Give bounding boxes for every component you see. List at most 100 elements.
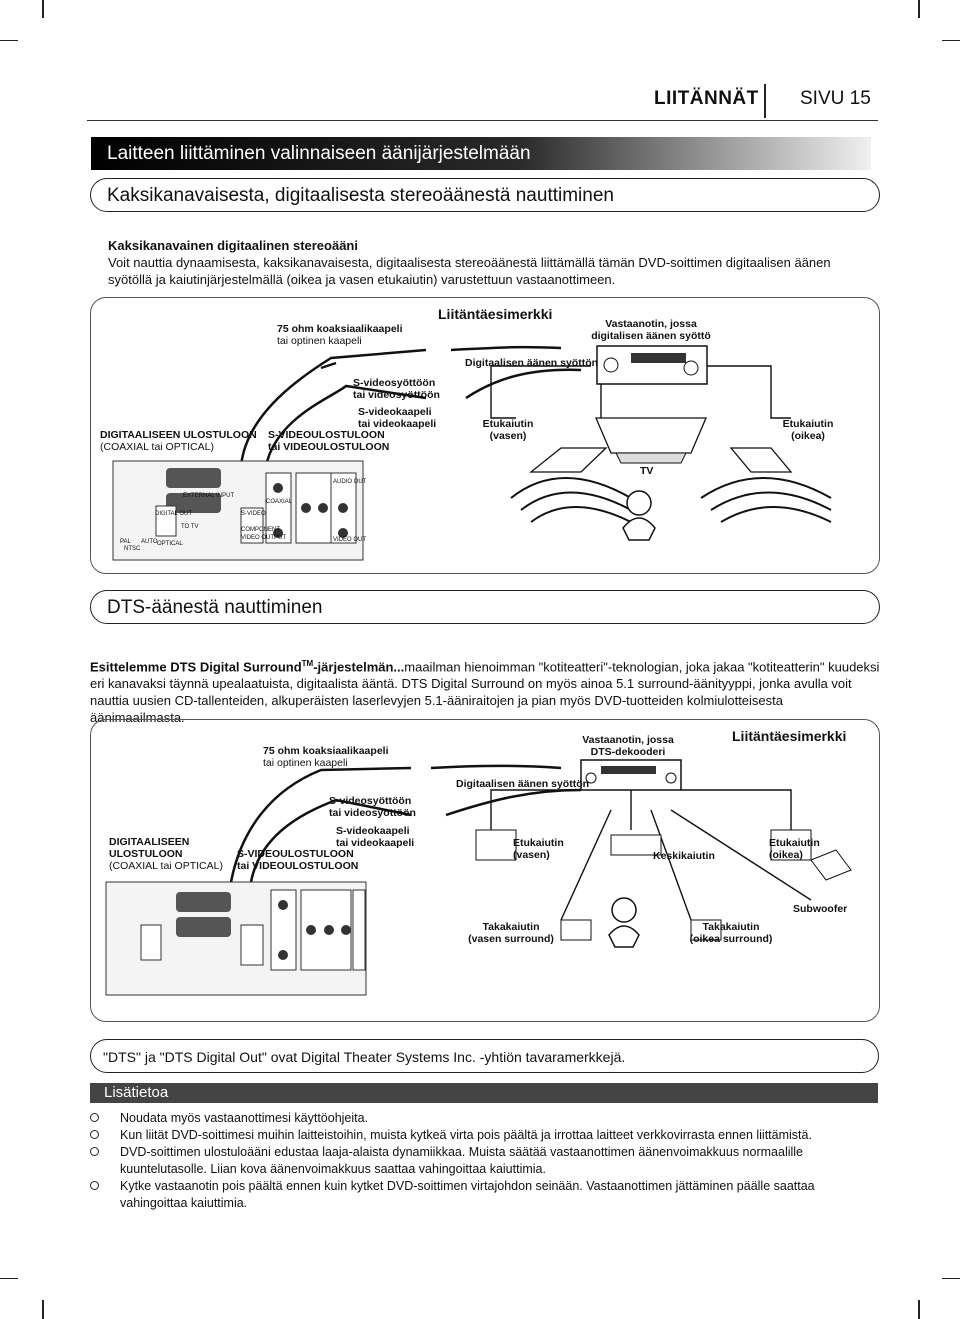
tv-icon [595,417,707,464]
crop-mark [42,1300,44,1319]
panel-auto: AUTO [141,539,158,545]
dts-lead: Esittelemme DTS Digital Surround [90,659,302,675]
dts-rear-left-label: Takakaiutin (vasen surround) [468,921,554,945]
dts-dvd-back-panel [105,881,367,996]
header-rule [87,120,878,121]
info-item-text: Kytke vastaanotin pois päältä ennen kuin… [120,1179,815,1210]
panel-coaxial: COAXIAL [266,499,293,505]
crop-mark [0,1278,18,1279]
info-item: Kytke vastaanotin pois päältä ennen kuin… [90,1178,880,1212]
dts-svideo-cable-alt: tai videokaapeli [336,837,415,849]
info-item-text: DVD-soittimen ulostuloääni edustaa laaja… [120,1145,804,1176]
dts-diagram-art [105,759,852,996]
crop-mark [0,40,18,41]
info-item: DVD-soittimen ulostuloääni edustaa laaja… [90,1144,880,1178]
digital-input-label: Digitaalisen äänen syöttön [465,357,599,369]
dts-coax-cable-label: 75 ohm koaksiaalikaapeli [263,745,389,757]
digital-out-label: DIGITAALISEEN ULOSTULOON [100,429,257,441]
dts-diagram-title: Liitäntäesimerkki [732,728,847,744]
header-section: LIITÄNNÄT [654,88,759,109]
front-left-label: Etukaiutin (vasen) [482,418,534,442]
dts-svideo-cable-label: S-videokaapeli [336,825,410,837]
stereo-diagram: Liitäntäesimerkki 75 ohm koaksiaalikaape… [90,297,880,574]
crop-mark [918,0,920,18]
info-item: Noudata myös vastaanottimesi käyttöohjei… [90,1110,880,1127]
panel-component: COMPONENT [241,527,280,533]
bullet-icon [90,1130,99,1139]
stereo-title: Kaksikanavaisesta, digitaalisesta stereo… [90,178,880,212]
panel-video-output: VIDEO OUTPUT [241,535,287,541]
dts-front-left-label: Etukaiutin (vasen) [513,837,564,861]
dts-digital-input-label: Digitaalisen äänen syöttön [456,778,590,790]
dts-center-label: Keskikaiutin [653,850,715,862]
dts-svideo-input-label: S-videosyöttöön [329,795,412,807]
dts-rear-left-speaker-icon [560,919,592,941]
coax-cable-alt: tai optinen kaapeli [277,335,362,347]
dts-body: maailman hienoimman "kotiteatteri"-tekno… [90,659,880,726]
panel-svideo: S-VIDEO [241,511,266,517]
svideo-out-alt: tai VIDEOULOSTULOON [268,441,390,453]
crop-mark [942,1278,960,1279]
digital-out-alt: (COAXIAL tai OPTICAL) [100,441,214,453]
dvd-back-panel [112,460,364,561]
panel-to-tv: TO TV [181,524,199,530]
receiver-label: Vastaanotin, jossa digitalisen äänen syö… [591,318,711,342]
panel-ntsc: NTSC [124,546,141,552]
dts-digital-out-label: DIGITAALISEEN ULOSTULOON [109,836,190,860]
stereo-diagram-art [112,345,832,561]
dts-title: DTS-äänestä nauttiminen [90,590,880,624]
diagram-title: Liitäntäesimerkki [438,306,553,322]
dts-digital-out-alt: (COAXIAL tai OPTICAL) [109,860,223,872]
bullet-icon [90,1113,99,1122]
info-item-text: Noudata myös vastaanottimesi käyttöohjei… [120,1111,369,1125]
dts-svideo-out-alt: tai VIDEOULOSTULOON [237,860,359,872]
panel-digital-out: DIGITAL OUT [155,511,193,517]
dts-svideo-out-label: S-VIDEOULOSTULOON [237,848,354,860]
panel-pal: PAL [120,539,131,545]
tv-label: TV [640,465,654,477]
dts-coax-cable-alt: tai optinen kaapeli [263,757,348,769]
panel-external: EXTERNAL INPUT [183,493,235,499]
trademark-note: "DTS" ja "DTS Digital Out" ovat Digital … [90,1039,879,1073]
dts-rear-right-speaker-icon [690,919,722,941]
front-right-label: Etukaiutin (oikea) [782,418,834,442]
crop-mark [42,0,44,18]
svideo-input-label: S-videosyöttöön [353,377,436,389]
panel-optical: OPTICAL [157,541,183,547]
receiver-icon [596,345,708,385]
dts-receiver-icon [580,759,682,791]
section-title: Laitteen liittäminen valinnaiseen äänijä… [91,137,871,170]
dts-front-right-label: Etukaiutin (oikea) [769,837,820,861]
bullet-icon [90,1147,99,1156]
dts-front-left-speaker-icon [475,829,517,861]
info-item-text: Kun liität DVD-soittimesi muihin laittei… [120,1128,812,1142]
header-divider [764,84,766,118]
stereo-heading: Kaksikanavainen digitaalinen stereoääni [108,238,358,253]
dts-svideo-input-alt: tai videosyöttöön [329,807,416,819]
stereo-body: Voit nauttia dynaamisesta, kaksikanavais… [108,255,831,287]
panel-audio-out: AUDIO OUT [333,479,367,485]
dts-front-right-speaker-icon [770,829,812,861]
dts-tm: TM [301,659,314,668]
svideo-input-alt: tai videosyöttöön [353,389,440,401]
page-number: SIVU 15 [800,88,871,109]
coax-cable-label: 75 ohm koaksiaalikaapeli [277,323,403,335]
dts-subwoofer-label: Subwoofer [793,903,848,915]
info-list: Noudata myös vastaanottimesi käyttöohjei… [90,1110,880,1212]
panel-video-out: VIDEO OUT [333,537,367,543]
dts-diagram: Liitäntäesimerkki 75 ohm koaksiaalikaape… [90,719,880,1022]
svideo-cable-label: S-videokaapeli [358,406,432,418]
dts-subwoofer-icon [810,849,852,881]
info-item: Kun liität DVD-soittimesi muihin laittei… [90,1127,880,1144]
dts-rear-right-label: Takakaiutin (oikea surround) [689,921,773,945]
bullet-icon [90,1181,99,1190]
svideo-out-label: S-VIDEOULOSTULOON [268,429,385,441]
front-left-speaker-icon [510,447,632,523]
crop-mark [942,40,960,41]
crop-mark [918,1300,920,1319]
svideo-cable-alt: tai videokaapeli [358,418,437,430]
dts-lead-2: -järjestelmän... [313,659,405,675]
dts-center-speaker-icon [610,834,662,856]
dts-listener-icon [608,897,640,948]
front-right-speaker-icon [700,447,832,523]
